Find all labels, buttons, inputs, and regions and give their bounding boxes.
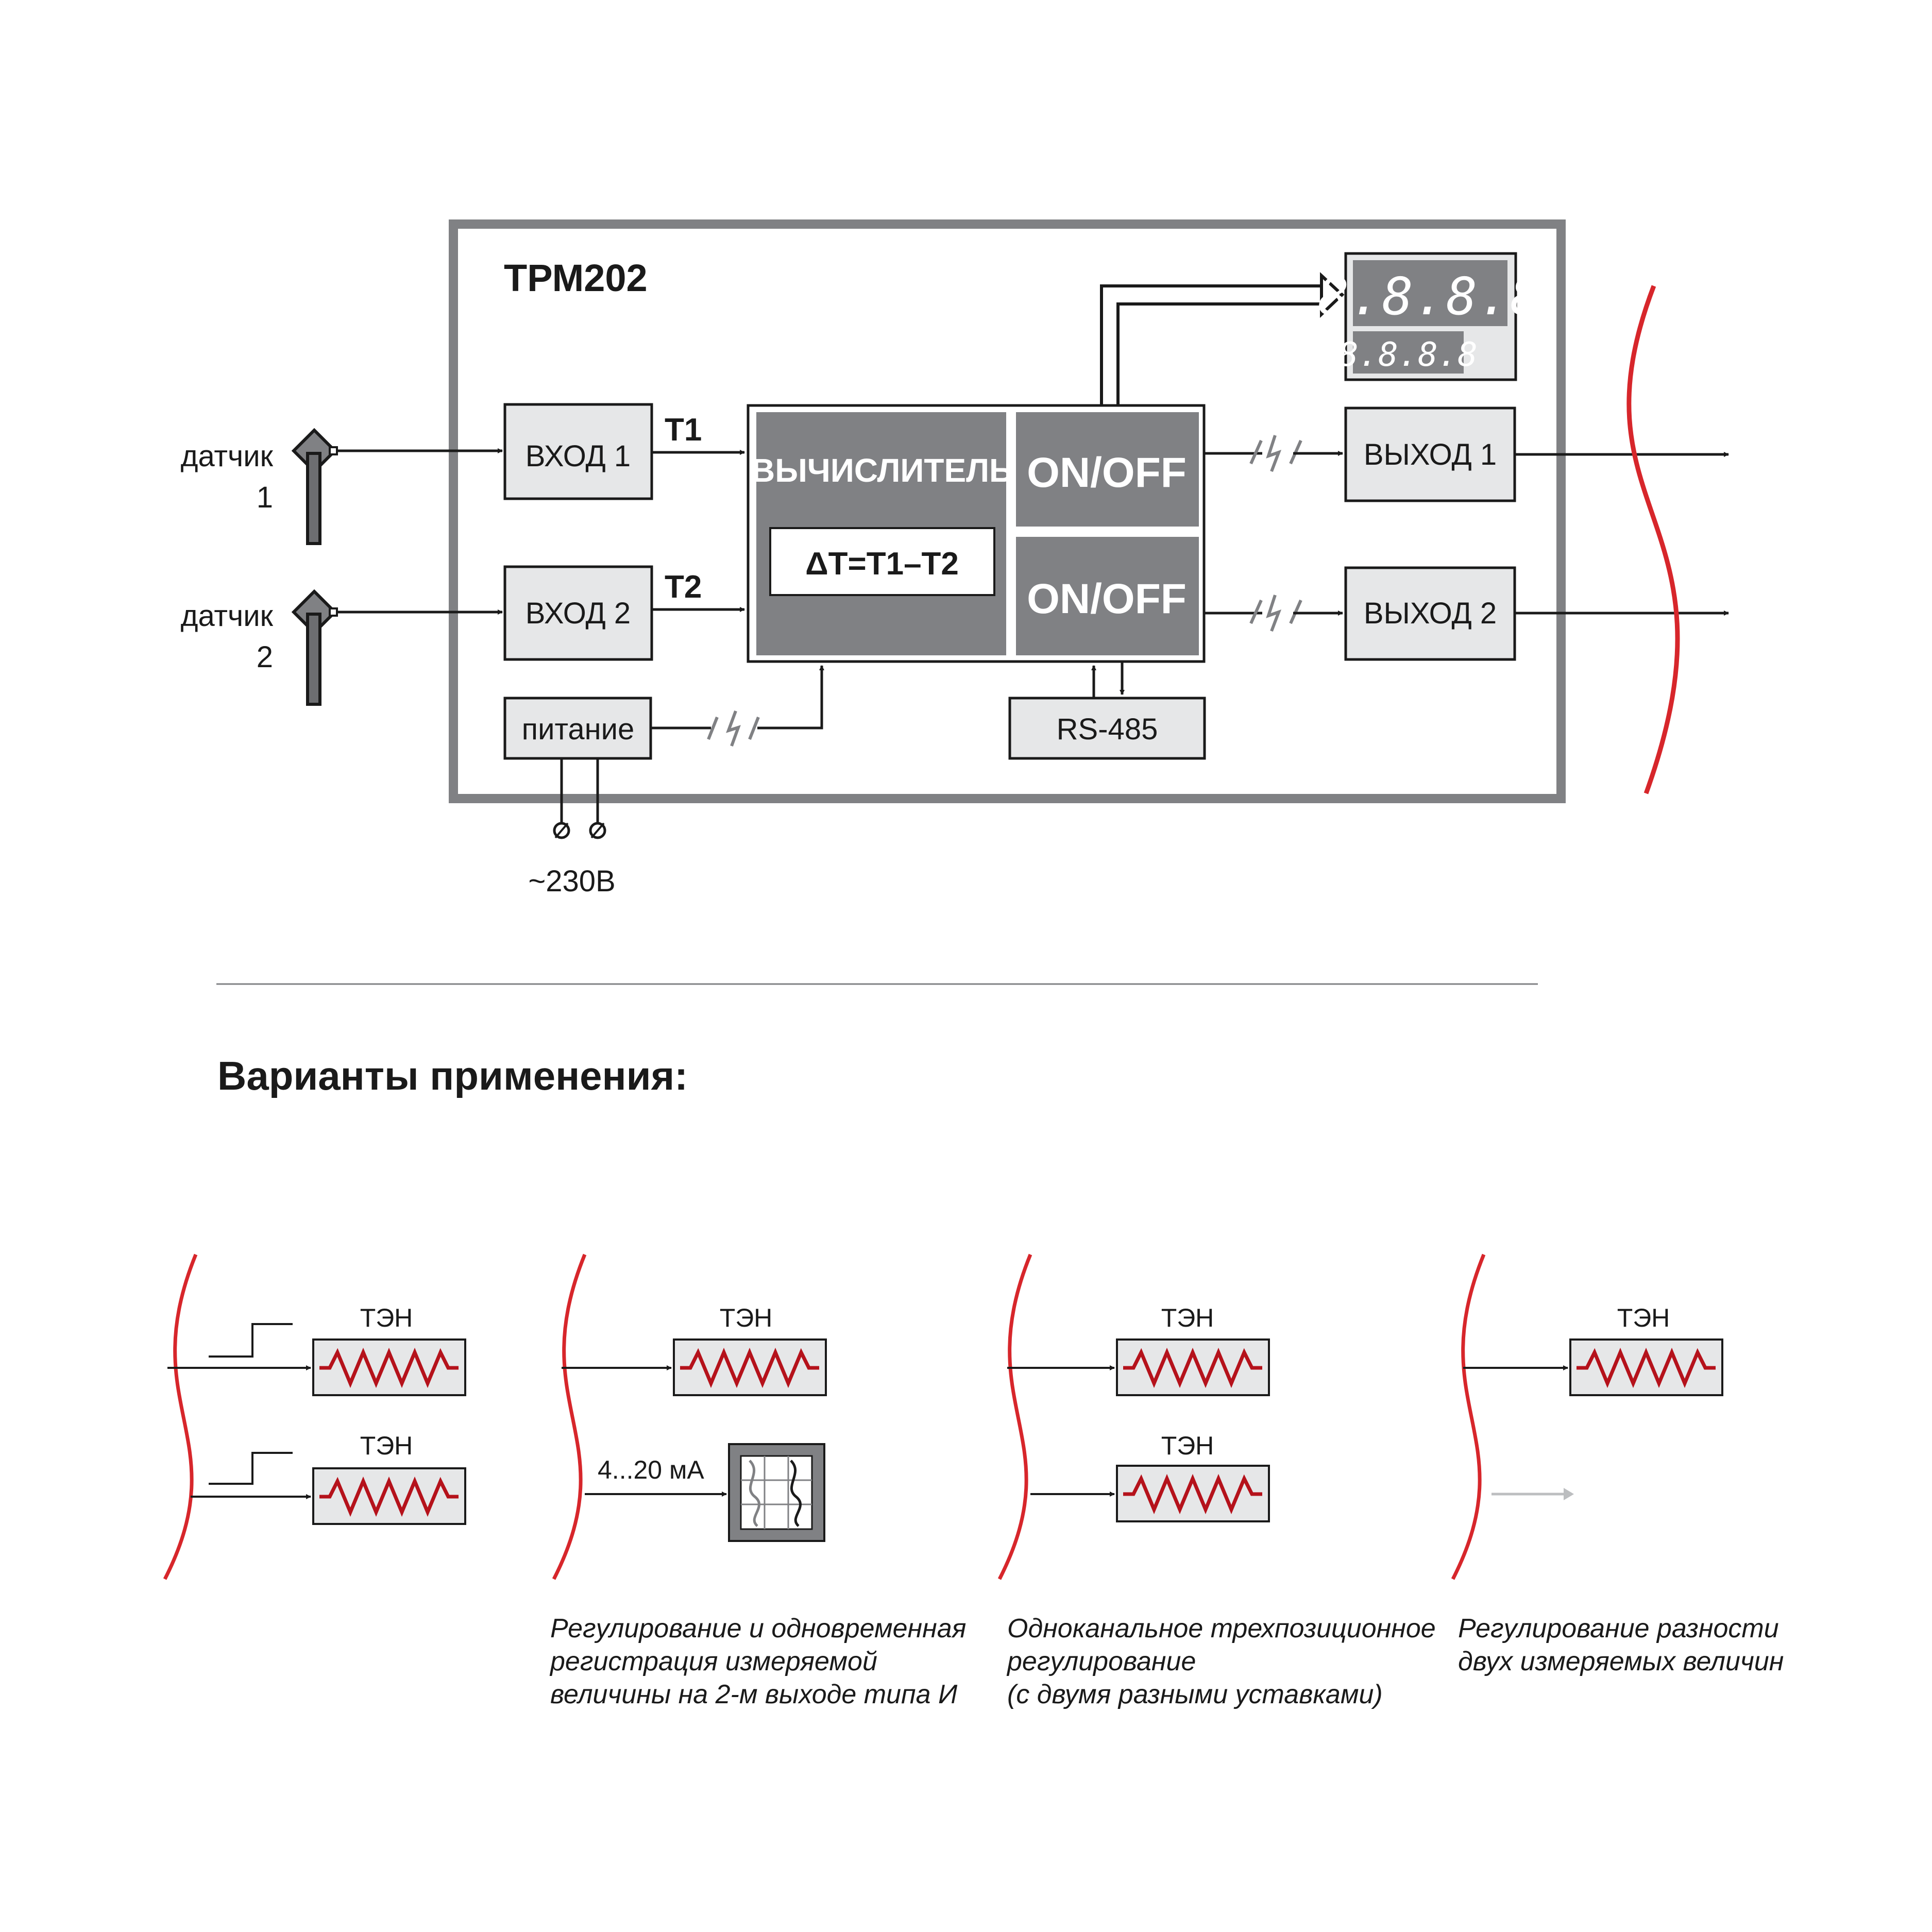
heater-label: ТЭН <box>720 1303 773 1332</box>
caption-line: регистрация измеряемой <box>549 1647 877 1676</box>
heater-icon <box>1116 1338 1270 1396</box>
step-signal-icon <box>209 1452 293 1485</box>
sensor-2: датчик 2 <box>181 589 338 706</box>
rs485-label: RS-485 <box>1057 713 1158 746</box>
rs485-block <box>1008 697 1206 760</box>
heater-icon <box>1116 1465 1270 1522</box>
variant-2: ТЭН 4...20 мА <box>552 1253 827 1580</box>
caption-line: Одноканальное трехпозиционное <box>1007 1614 1436 1643</box>
step-signal-icon <box>209 1323 293 1358</box>
isolation-power-icon <box>707 710 760 747</box>
heater-icon <box>312 1467 466 1525</box>
red-boundary-v3 <box>997 1253 1032 1580</box>
display-top-screen <box>1353 260 1507 326</box>
onoff-2-block <box>1016 537 1199 655</box>
heater-label: ТЭН <box>1161 1303 1214 1332</box>
display-bottom-digits: 8.8.8.8 <box>1338 336 1478 374</box>
sensor-1-label: датчик <box>181 439 274 473</box>
red-boundary-v1 <box>163 1253 198 1580</box>
caption-line: регулирование <box>1006 1647 1196 1676</box>
output-1-label: ВЫХОД 1 <box>1364 438 1497 471</box>
caption-variant-3: Одноканальное трехпозиционное регулирова… <box>1006 1614 1436 1709</box>
red-boundary-v2 <box>552 1253 587 1580</box>
voltage-label: ~230В <box>528 865 615 898</box>
onoff-1-label: ON/OFF <box>1027 449 1187 496</box>
red-boundary-v4 <box>1451 1253 1486 1580</box>
caption-line: Регулирование разности <box>1458 1614 1779 1643</box>
display-bottom-screen <box>1353 331 1464 374</box>
calculator-label: ВЫЧИСЛИТЕЛЬ <box>751 452 1013 489</box>
variant-4: ТЭН <box>1451 1253 1723 1580</box>
power-label: питание <box>522 713 635 746</box>
heater-icon <box>312 1338 466 1396</box>
sensor-1-number: 1 <box>257 481 273 514</box>
input-2-block <box>503 565 653 661</box>
formula-box <box>769 527 995 596</box>
sensor-2-number: 2 <box>257 640 273 674</box>
heater-label: ТЭН <box>1161 1431 1214 1460</box>
heater-label: ТЭН <box>360 1303 413 1332</box>
heater-label: ТЭН <box>1617 1303 1670 1332</box>
recorder-icon <box>728 1443 825 1542</box>
caption-line: двух измеряемых величин <box>1458 1647 1784 1676</box>
formula-label: ΔT=T1–T2 <box>805 546 959 582</box>
variant-3: ТЭН ТЭН <box>997 1253 1270 1580</box>
caption-variant-2: Регулирование и одновременная регистраци… <box>549 1614 966 1709</box>
device-model-title: ТРМ202 <box>504 257 648 299</box>
onoff-1-block <box>1016 412 1199 527</box>
input-1-label: ВХОД 1 <box>526 439 631 473</box>
display-top-digits: 8.8.8.8 <box>1318 266 1542 327</box>
sensor-1: датчик 1 <box>181 428 338 545</box>
caption-line: величины на 2-м выходе типа И <box>550 1680 958 1709</box>
caption-line: Регулирование и одновременная <box>550 1614 966 1643</box>
t2-label: T2 <box>665 569 702 605</box>
input-1-block <box>503 403 653 500</box>
variants-title: Варианты применения: <box>217 1053 688 1098</box>
input-2-label: ВХОД 2 <box>526 597 631 630</box>
heater-icon <box>673 1338 827 1396</box>
heater-label: ТЭН <box>360 1431 413 1460</box>
current-signal-label: 4...20 мА <box>598 1455 704 1484</box>
caption-variant-4: Регулирование разности двух измеряемых в… <box>1458 1614 1784 1676</box>
red-boundary-main <box>1626 285 1680 794</box>
power-terminal-icon <box>553 822 606 839</box>
output-2-label: ВЫХОД 2 <box>1364 597 1497 630</box>
power-block <box>503 697 652 760</box>
display-arrow <box>1100 284 1321 405</box>
variant-1: ТЭН ТЭН <box>163 1253 466 1580</box>
caption-line: (с двумя разными уставками) <box>1007 1680 1383 1709</box>
heater-icon <box>1569 1338 1723 1396</box>
sensor-2-label: датчик <box>181 599 274 633</box>
onoff-2-label: ON/OFF <box>1027 575 1187 622</box>
t1-label: T1 <box>665 412 702 448</box>
output-1-block <box>1344 406 1516 502</box>
output-2-block <box>1344 566 1516 661</box>
